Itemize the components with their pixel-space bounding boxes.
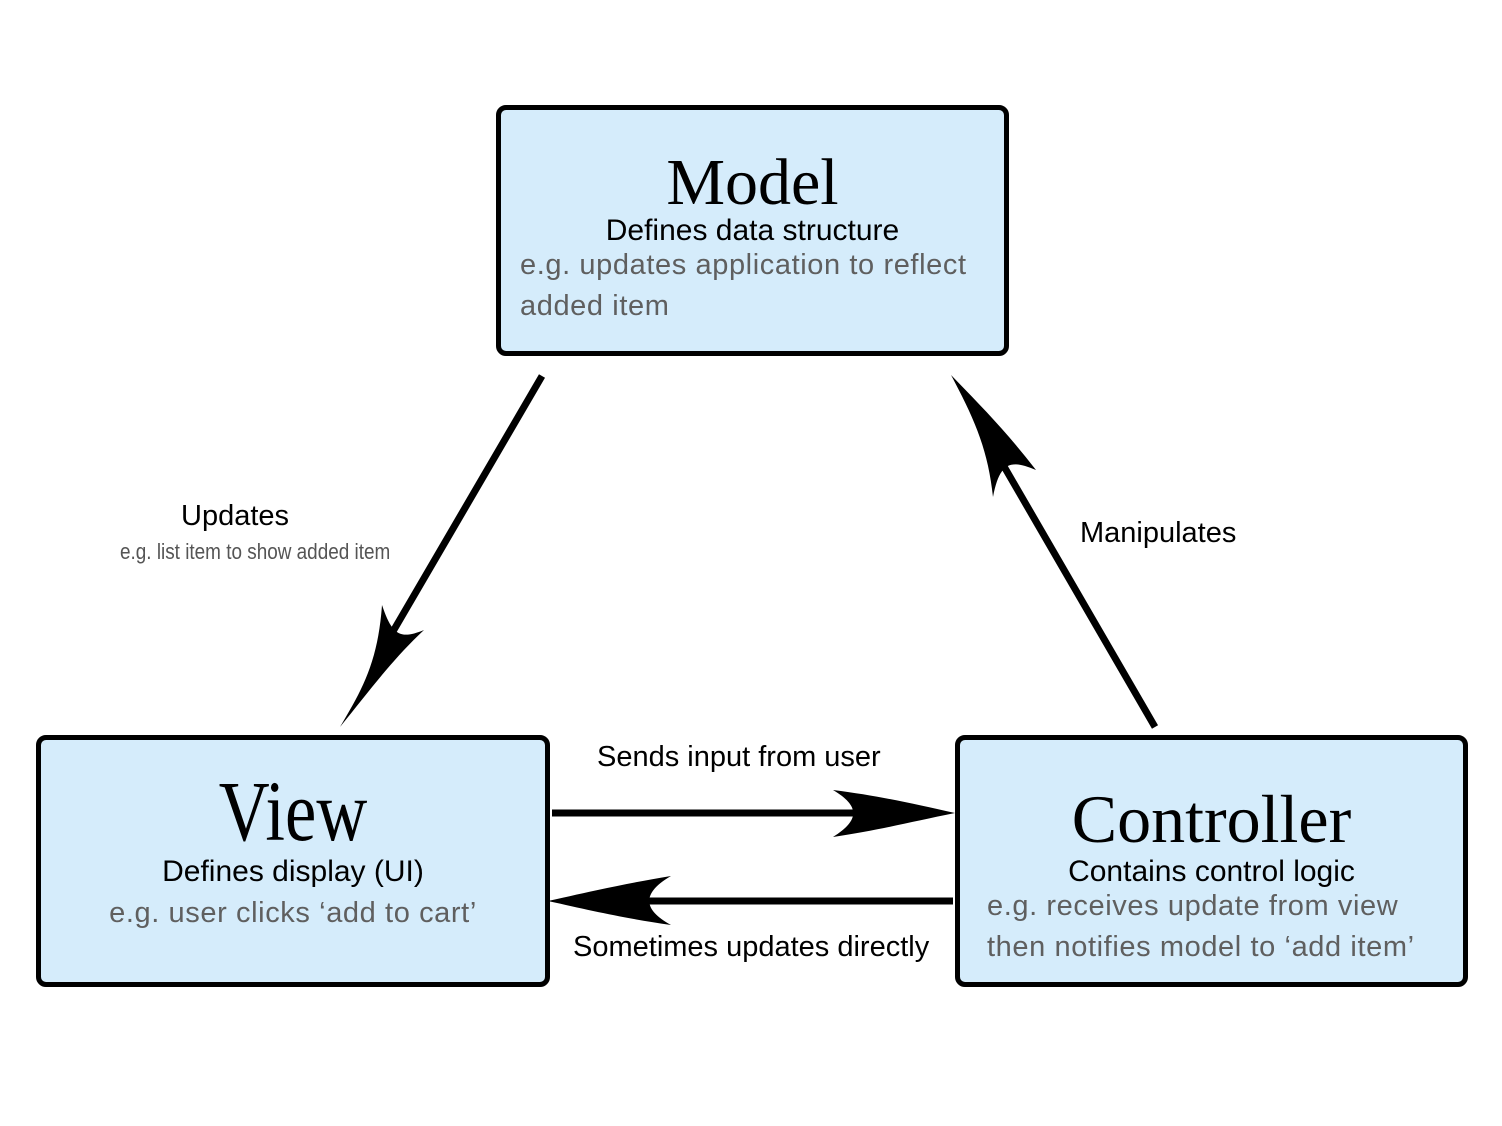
view-box: View Defines display (UI) e.g. user clic…: [36, 735, 550, 987]
view-example: e.g. user clicks ‘add to cart’: [109, 897, 477, 929]
arrow-view-to-controller: [552, 790, 955, 837]
label-sometimes-updates: Sometimes updates directly: [573, 931, 930, 963]
model-title: Model: [666, 146, 839, 219]
view-subtitle: Defines display (UI): [162, 855, 424, 888]
model-subtitle: Defines data structure: [605, 214, 900, 247]
controller-title: Controller: [1071, 781, 1352, 857]
arrow-controller-to-view: [548, 876, 953, 925]
model-box: Model Defines data structure e.g. update…: [496, 105, 1009, 356]
label-updates: Updates: [181, 500, 290, 532]
view-title: View: [218, 763, 368, 859]
controller-subtitle: Contains control logic: [1068, 855, 1355, 888]
label-sends-input: Sends input from user: [597, 741, 881, 773]
arrow-model-to-view: [340, 374, 546, 727]
controller-box: Controller Contains control logic e.g. r…: [955, 735, 1468, 987]
label-manipulates: Manipulates: [1080, 517, 1237, 549]
model-example: e.g. updates application to reflect adde…: [520, 249, 967, 322]
controller-example: e.g. receives update from view then noti…: [987, 890, 1415, 963]
label-updates-example: e.g. list item to show added item: [120, 539, 391, 564]
arrow-controller-to-model: [951, 375, 1159, 729]
